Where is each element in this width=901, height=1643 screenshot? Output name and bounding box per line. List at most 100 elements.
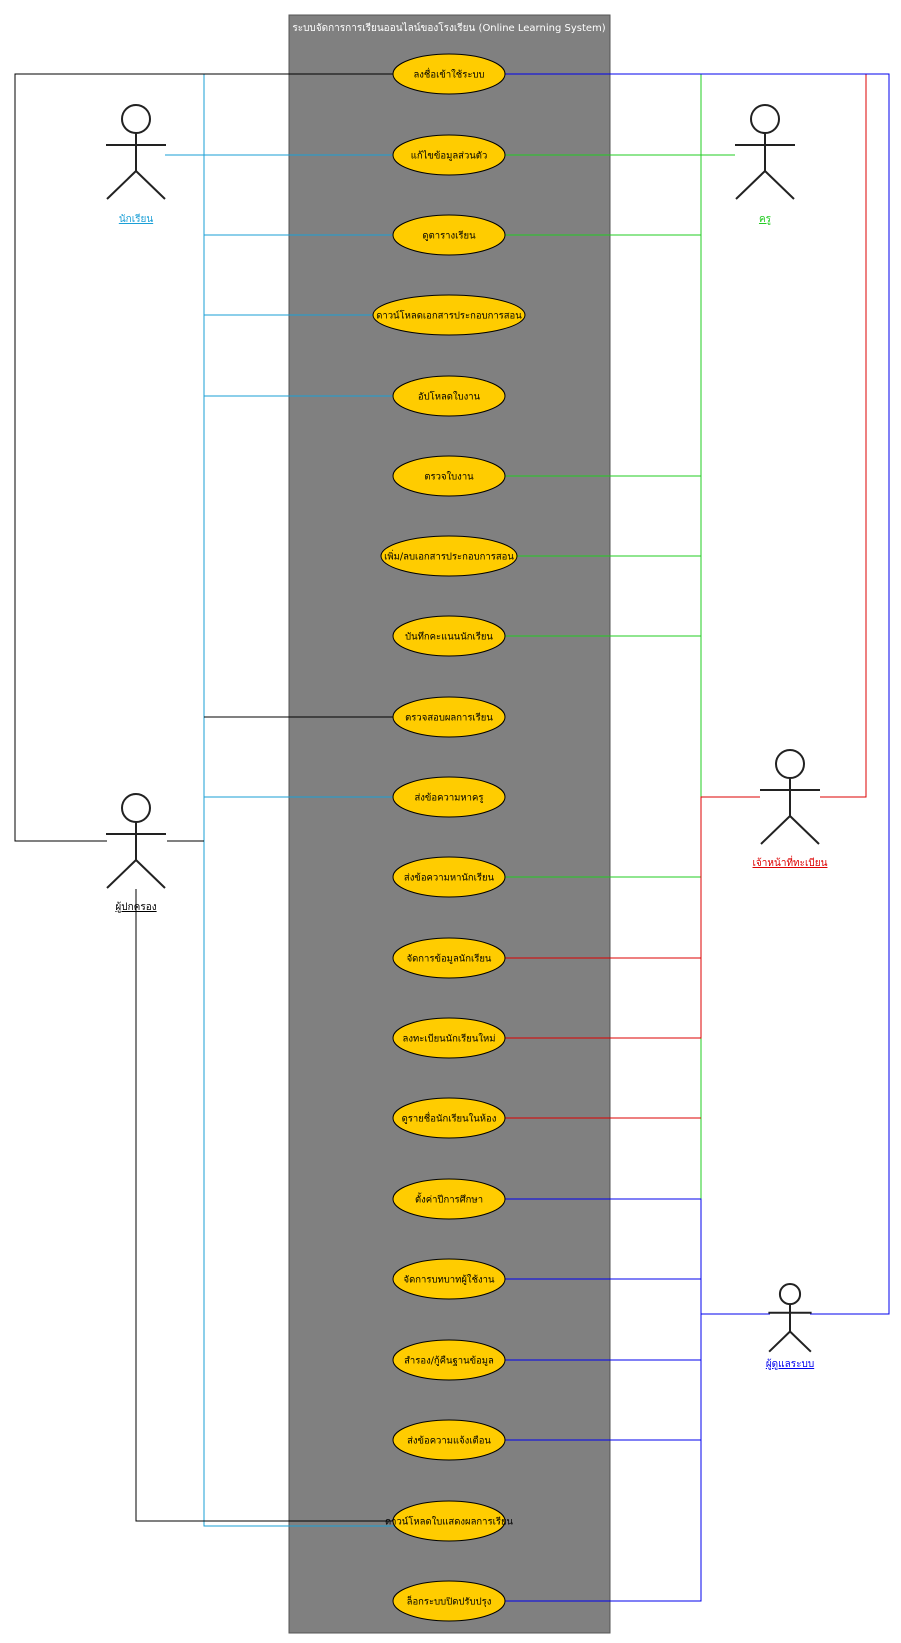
use-case: ตั้งค่าปีการศึกษา <box>392 1178 506 1220</box>
use-case-label: อัปโหลดใบงาน <box>418 391 481 403</box>
use-case-ellipse <box>392 937 506 979</box>
use-case-label: แก้ไขข้อมูลส่วนตัว <box>411 150 488 162</box>
use-case-ellipse <box>392 455 506 497</box>
system-boundary <box>288 14 611 1634</box>
use-case-label: สำรอง/กู้คืนฐานข้อมูล <box>404 1356 494 1367</box>
use-case-ellipse <box>392 776 506 818</box>
actor-parent: ผู้ปกครอง <box>106 793 166 913</box>
use-case-label: ตรวจใบงาน <box>424 471 474 483</box>
use-case: ส่งข้อความหานักเรียน <box>392 856 506 898</box>
use-case: อัปโหลดใบงาน <box>392 375 506 417</box>
actor-leg-left <box>760 815 791 845</box>
use-case-label: ส่งข้อความแจ้งเตือน <box>407 1436 491 1447</box>
use-case: สำรอง/กู้คืนฐานข้อมูล <box>392 1339 506 1381</box>
use-case-ellipse <box>392 615 506 657</box>
use-case-ellipse <box>380 535 518 577</box>
stick-figure-icon <box>106 104 166 200</box>
use-case: ตรวจสอบผลการเรียน <box>392 696 506 738</box>
use-case-label: ตรวจสอบผลการเรียน <box>405 712 493 724</box>
use-case-ellipse <box>392 1178 506 1220</box>
actor-label-student: นักเรียน <box>119 213 154 225</box>
use-case: จัดการบทบาทผู้ใช้งาน <box>392 1258 506 1300</box>
use-case-ellipse <box>392 1258 506 1300</box>
use-case-label: ดูรายชื่อนักเรียนในห้อง <box>402 1112 497 1125</box>
actor-admin: ผู้ดูแลระบบ <box>766 1283 814 1370</box>
actor-teacher: ครู <box>735 104 795 225</box>
stick-figure-icon <box>106 793 166 889</box>
actor-head <box>778 1283 802 1306</box>
use-case: เพิ่ม/ลบเอกสารประกอบการสอน <box>380 535 518 577</box>
actor-leg-right <box>789 815 820 845</box>
use-case: ดาวน์โหลดเอกสารประกอบการสอน <box>372 294 526 336</box>
use-case-ellipse <box>372 294 526 336</box>
actor-registrar: เจ้าหน้าที่ทะเบียน <box>753 749 828 869</box>
use-case-ellipse <box>392 1097 506 1139</box>
actor-group: นักเรียน ครูเจ้าหน้าที่ทะเบียนผู้ดูแลระบบ… <box>106 104 828 1370</box>
actor-label-parent: ผู้ปกครอง <box>115 901 156 913</box>
use-case-label: ส่งข้อความหานักเรียน <box>404 872 495 884</box>
actor-leg-left <box>106 170 137 200</box>
use-case-ellipse <box>392 134 506 176</box>
use-case-ellipse <box>392 214 506 256</box>
use-case-ellipse <box>392 856 506 898</box>
actor-head <box>121 104 151 134</box>
use-case-label: ลงทะเบียนนักเรียนใหม่ <box>403 1033 496 1045</box>
use-case: ดูตารางเรียน <box>392 214 506 256</box>
use-case: แก้ไขข้อมูลส่วนตัว <box>392 134 506 176</box>
use-case-label: บันทึกคะแนนนักเรียน <box>405 631 493 643</box>
association-lines <box>14 73 890 1602</box>
actor-leg-left <box>106 859 137 889</box>
actor-leg-right <box>135 170 166 200</box>
admin-link <box>505 1198 702 1602</box>
use-case: ส่งข้อความหาครู <box>392 776 506 818</box>
use-case-label: ลงชื่อเข้าใช้ระบบ <box>413 68 484 81</box>
use-case-label: จัดการข้อมูลนักเรียน <box>407 953 492 965</box>
admin-link <box>505 73 890 1315</box>
parent-link <box>14 73 393 842</box>
use-case-label: ส่งข้อความหาครู <box>415 793 484 804</box>
actor-leg-left <box>768 1330 791 1353</box>
student-bus-line <box>203 74 395 1527</box>
registrar-link <box>505 796 760 1039</box>
use-case-group: ลงชื่อเข้าใช้ระบบแก้ไขข้อมูลส่วนตัวดูตาร… <box>372 53 526 1622</box>
actor-student: นักเรียน <box>106 104 166 225</box>
use-case-ellipse <box>392 1580 506 1622</box>
use-case: จัดการข้อมูลนักเรียน <box>392 937 506 979</box>
use-case: บันทึกคะแนนนักเรียน <box>392 615 506 657</box>
parent-link <box>135 889 393 1522</box>
use-case-ellipse <box>392 696 506 738</box>
actor-head <box>750 104 780 134</box>
use-case-label: ดาวน์โหลดใบแสดงผลการเรียน <box>385 1516 514 1528</box>
actor-label-admin: ผู้ดูแลระบบ <box>766 1358 814 1370</box>
use-case: ลงทะเบียนนักเรียนใหม่ <box>392 1017 506 1059</box>
use-case-label: จัดการบทบาทผู้ใช้งาน <box>404 1274 495 1286</box>
use-case: ส่งข้อความแจ้งเตือน <box>392 1419 506 1461</box>
use-case: ล็อกระบบปิดปรับปรุง <box>392 1580 506 1622</box>
use-case-ellipse <box>392 1017 506 1059</box>
actor-label-registrar: เจ้าหน้าที่ทะเบียน <box>753 855 828 869</box>
stick-figure-icon <box>735 104 795 200</box>
actor-leg-right <box>135 859 166 889</box>
use-case: ลงชื่อเข้าใช้ระบบ <box>392 53 506 95</box>
use-case-ellipse <box>392 375 506 417</box>
actor-head <box>775 749 805 779</box>
use-case-label: ล็อกระบบปิดปรับปรุง <box>407 1595 492 1608</box>
system-title: ระบบจัดการการเรียนออนไลน์ของโรงเรียน (On… <box>292 21 605 34</box>
stick-figure-icon <box>768 1283 812 1353</box>
use-case-ellipse <box>392 1500 506 1542</box>
actor-leg-left <box>735 170 766 200</box>
actor-leg-right <box>789 1330 812 1353</box>
use-case: ตรวจใบงาน <box>392 455 506 497</box>
use-case-ellipse <box>392 1339 506 1381</box>
stick-figure-icon <box>760 749 820 845</box>
use-case: ดาวน์โหลดใบแสดงผลการเรียน <box>385 1500 514 1542</box>
use-case-label: ดูตารางเรียน <box>422 230 476 242</box>
use-case-label: ดาวน์โหลดเอกสารประกอบการสอน <box>376 310 522 322</box>
actor-leg-right <box>764 170 795 200</box>
use-case-label: ตั้งค่าปีการศึกษา <box>415 1193 483 1206</box>
actor-label-teacher: ครู <box>759 214 772 225</box>
use-case: ดูรายชื่อนักเรียนในห้อง <box>392 1097 506 1139</box>
use-case-label: เพิ่ม/ลบเอกสารประกอบการสอน <box>384 550 514 563</box>
actor-head <box>121 793 151 823</box>
